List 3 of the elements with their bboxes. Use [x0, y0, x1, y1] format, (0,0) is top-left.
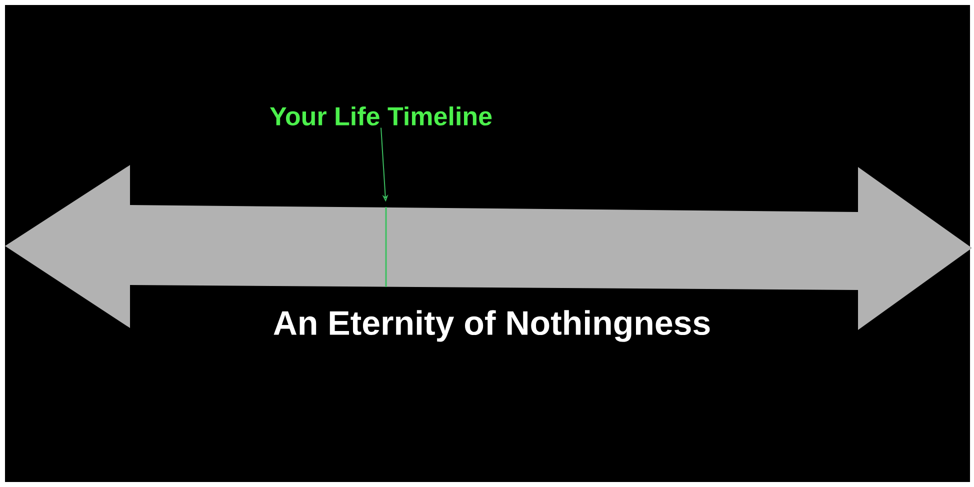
timeline-line — [385, 207, 387, 287]
arrow-caption: An Eternity of Nothingness — [274, 310, 710, 342]
timeline-title: Your Life Timeline — [270, 106, 492, 126]
